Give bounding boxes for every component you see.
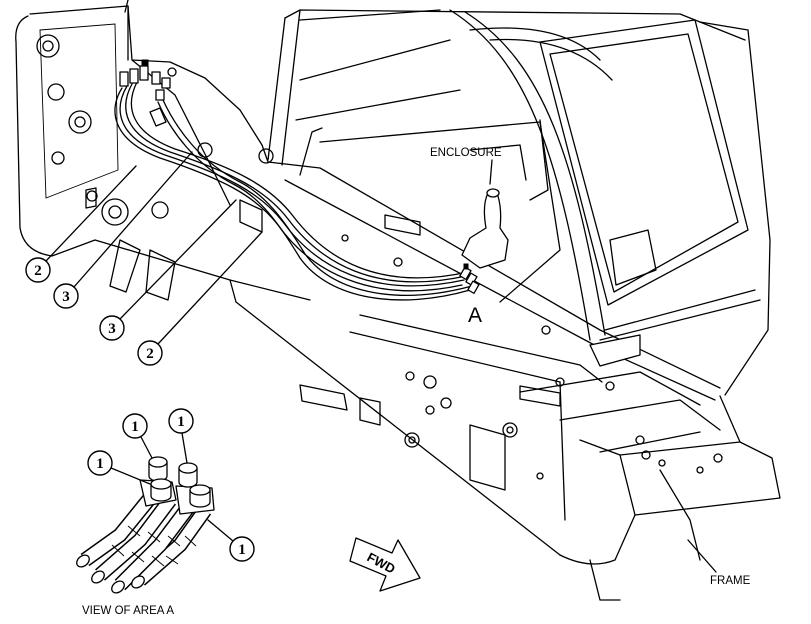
svg-text:3: 3 bbox=[62, 289, 70, 305]
callout-3-lower: 3 bbox=[99, 315, 125, 341]
view-label: VIEW OF AREA A bbox=[82, 605, 174, 617]
hose-bundle bbox=[114, 81, 473, 301]
svg-text:1: 1 bbox=[131, 419, 139, 435]
callout-1-c: 1 bbox=[87, 450, 113, 476]
view-of-area-a: VIEW OF AREA A bbox=[76, 456, 215, 617]
svg-text:1: 1 bbox=[177, 414, 185, 430]
frame-label: FRAME bbox=[710, 575, 751, 587]
svg-text:1: 1 bbox=[96, 456, 104, 472]
upper-fittings bbox=[119, 59, 177, 101]
cab-enclosure bbox=[267, 9, 771, 396]
callout-2-lower: 2 bbox=[137, 340, 163, 366]
area-a-marker: A bbox=[468, 304, 482, 327]
callout-leaders bbox=[45, 151, 263, 542]
callout-1-d: 1 bbox=[229, 536, 255, 562]
svg-text:1: 1 bbox=[238, 542, 246, 558]
fwd-arrow: FWD bbox=[349, 537, 421, 592]
enclosure-label: ENCLOSURE bbox=[430, 147, 502, 159]
area-a-fittings bbox=[459, 263, 480, 294]
left-tower bbox=[15, 0, 274, 301]
svg-text:2: 2 bbox=[146, 346, 154, 362]
callout-1-b: 1 bbox=[168, 408, 194, 434]
callout-1-a: 1 bbox=[122, 413, 148, 439]
svg-text:2: 2 bbox=[34, 263, 42, 279]
frame-body bbox=[94, 121, 781, 601]
callout-3-upper: 3 bbox=[53, 283, 79, 309]
frame-leader bbox=[687, 539, 717, 573]
callout-2-upper: 2 bbox=[25, 257, 51, 283]
svg-text:3: 3 bbox=[108, 321, 116, 337]
